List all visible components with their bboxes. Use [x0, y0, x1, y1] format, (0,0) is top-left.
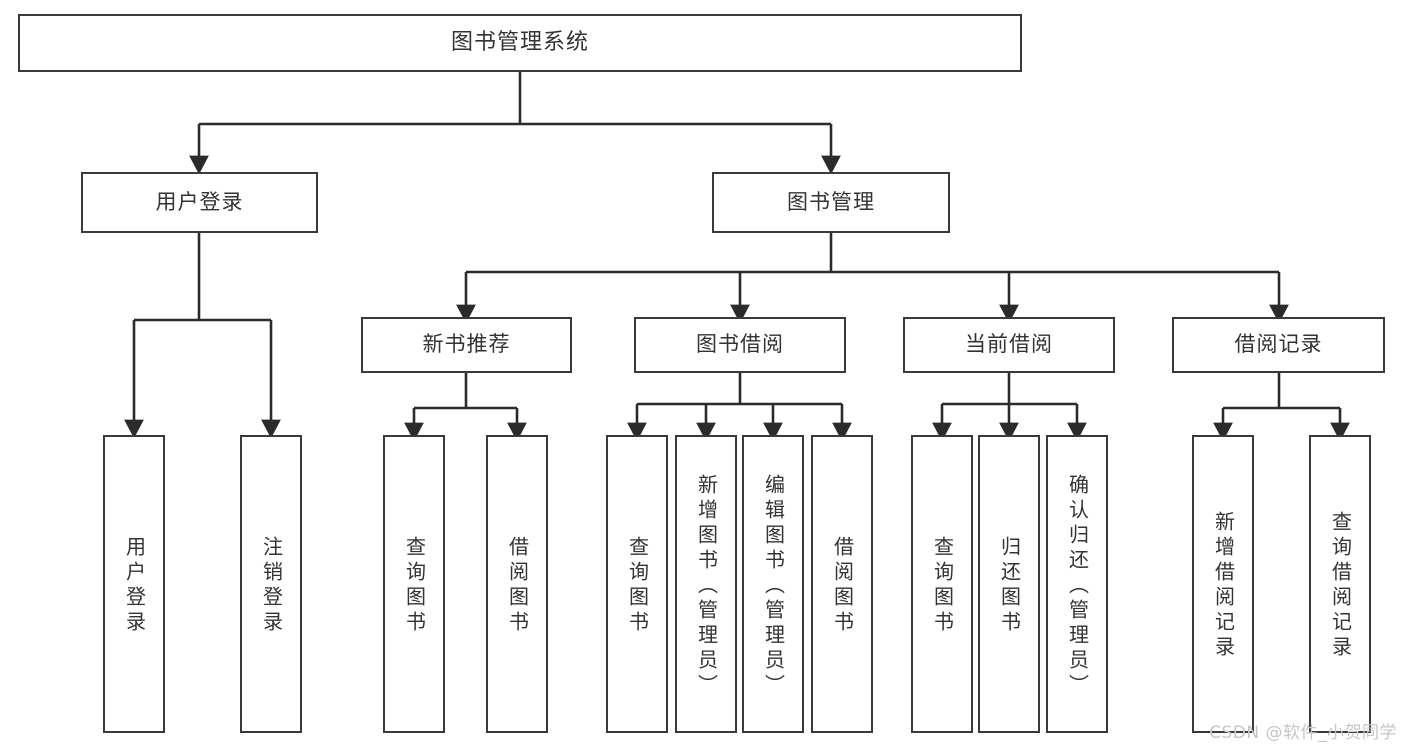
leaf-query-book-3[interactable]: 查询图书	[911, 435, 973, 733]
leaf-add-record[interactable]: 新增借阅记录	[1192, 435, 1254, 733]
node-borrow-record-label: 借阅记录	[1234, 332, 1323, 357]
leaf-borrow-book-2-label: 借阅图书	[830, 536, 855, 636]
leaf-logout-label: 注销登录	[259, 536, 284, 636]
node-borrow-record[interactable]: 借阅记录	[1172, 317, 1385, 373]
leaf-query-record[interactable]: 查询借阅记录	[1309, 435, 1371, 733]
node-user-login[interactable]: 用户登录	[81, 172, 318, 233]
leaf-confirm-return-label: 确认归还（管理员）	[1065, 473, 1090, 699]
csdn-watermark: CSDN @软件_小贺同学	[1209, 723, 1397, 743]
node-root-system[interactable]: 图书管理系统	[18, 14, 1022, 72]
node-root-label: 图书管理系统	[450, 29, 589, 55]
node-user-login-label: 用户登录	[155, 189, 244, 214]
leaf-add-book-label: 新增图书（管理员）	[694, 473, 719, 699]
leaf-return-book-label: 归还图书	[997, 536, 1022, 636]
leaf-query-book-1-label: 查询图书	[402, 536, 427, 636]
leaf-query-book-1[interactable]: 查询图书	[383, 435, 445, 733]
node-book-borrow[interactable]: 图书借阅	[634, 317, 846, 373]
leaf-user-login[interactable]: 用户登录	[103, 435, 165, 733]
leaf-return-book[interactable]: 归还图书	[978, 435, 1040, 733]
leaf-user-login-label: 用户登录	[122, 536, 147, 636]
leaf-borrow-book-1-label: 借阅图书	[505, 536, 530, 636]
node-book-manage[interactable]: 图书管理	[712, 172, 950, 233]
node-current-borrow[interactable]: 当前借阅	[903, 317, 1115, 373]
leaf-edit-book[interactable]: 编辑图书（管理员）	[742, 435, 804, 733]
leaf-borrow-book-1[interactable]: 借阅图书	[486, 435, 548, 733]
node-current-borrow-label: 当前借阅	[965, 332, 1053, 357]
leaf-query-book-2[interactable]: 查询图书	[606, 435, 668, 733]
leaf-query-book-3-label: 查询图书	[930, 536, 955, 636]
leaf-edit-book-label: 编辑图书（管理员）	[761, 473, 786, 699]
node-book-borrow-label: 图书借阅	[696, 332, 784, 357]
node-new-book-recommend-label: 新书推荐	[422, 332, 511, 357]
leaf-add-book[interactable]: 新增图书（管理员）	[675, 435, 737, 733]
leaf-add-record-label: 新增借阅记录	[1211, 511, 1236, 661]
leaf-query-book-2-label: 查询图书	[625, 536, 650, 636]
node-book-manage-label: 图书管理	[787, 189, 875, 214]
leaf-borrow-book-2[interactable]: 借阅图书	[811, 435, 873, 733]
leaf-query-record-label: 查询借阅记录	[1328, 511, 1353, 661]
leaf-logout[interactable]: 注销登录	[240, 435, 302, 733]
node-new-book-recommend[interactable]: 新书推荐	[361, 317, 572, 373]
leaf-confirm-return[interactable]: 确认归还（管理员）	[1046, 435, 1108, 733]
